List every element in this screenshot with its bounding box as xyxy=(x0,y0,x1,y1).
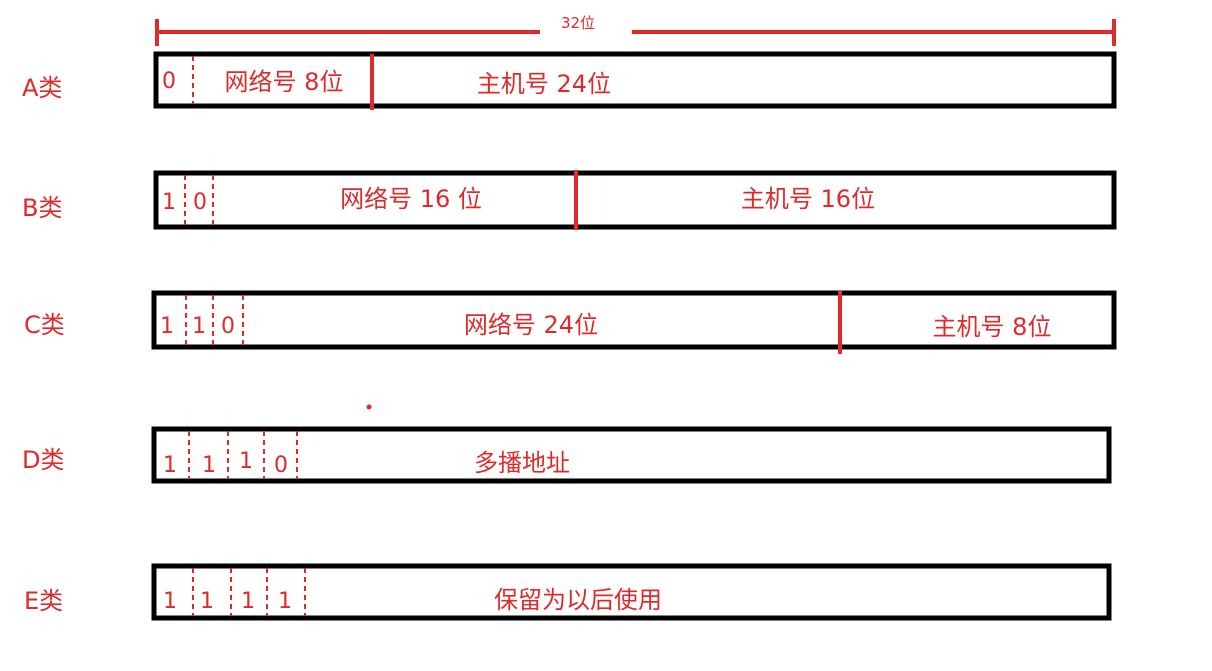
class-b-network-field: 网络号 16 位 xyxy=(340,185,482,213)
class-e-box xyxy=(151,563,1112,621)
class-b-host-field: 主机号 16位 xyxy=(741,185,875,213)
class-a-row: A类 0 网络号 8位 主机号 24位 xyxy=(22,51,1117,110)
class-e-reserved-field: 保留为以后使用 xyxy=(494,586,662,614)
class-d-bit-4: 0 xyxy=(274,453,288,478)
class-c-host-field: 主机号 8位 xyxy=(933,313,1052,341)
class-c-network-field: 网络号 24位 xyxy=(464,311,598,339)
class-c-box xyxy=(151,290,1117,350)
class-d-bit-3: 1 xyxy=(239,449,253,474)
class-e-label: E类 xyxy=(24,587,63,615)
class-b-box xyxy=(153,170,1117,230)
class-a-bit-1: 0 xyxy=(162,69,176,94)
class-a-network-field: 网络号 8位 xyxy=(225,68,344,96)
class-c-bit-1: 1 xyxy=(160,314,174,339)
class-e-bit-3: 1 xyxy=(241,589,255,614)
class-b-bit-2: 0 xyxy=(193,190,207,215)
class-e-row: E类 1 1 1 1 保留为以后使用 xyxy=(24,563,1112,621)
class-d-bit-2: 1 xyxy=(202,453,216,478)
class-e-bit-4: 1 xyxy=(278,589,292,614)
class-e-bit-2: 1 xyxy=(200,589,214,614)
class-c-row: C类 1 1 0 网络号 24位 主机号 8位 xyxy=(24,290,1117,354)
class-c-label: C类 xyxy=(24,311,65,339)
class-c-bit-3: 0 xyxy=(221,314,235,339)
class-a-host-field: 主机号 24位 xyxy=(477,70,611,98)
stray-dot xyxy=(366,404,372,410)
class-c-bit-2: 1 xyxy=(192,314,206,339)
class-d-bit-1: 1 xyxy=(163,453,177,478)
class-d-box xyxy=(151,426,1112,484)
width-indicator-label: 32位 xyxy=(561,14,595,32)
class-b-label: B类 xyxy=(22,194,62,222)
width-indicator: 32位 xyxy=(155,14,1116,46)
class-a-label: A类 xyxy=(22,74,62,102)
class-e-bit-1: 1 xyxy=(163,589,177,614)
class-d-multicast-field: 多播地址 xyxy=(474,449,570,477)
class-a-box xyxy=(153,51,1117,109)
class-b-row: B类 1 0 网络号 16 位 主机号 16位 xyxy=(22,170,1117,230)
class-d-label: D类 xyxy=(22,446,64,474)
class-b-bit-1: 1 xyxy=(162,190,176,215)
class-d-row: D类 1 1 1 0 多播地址 xyxy=(22,426,1112,484)
